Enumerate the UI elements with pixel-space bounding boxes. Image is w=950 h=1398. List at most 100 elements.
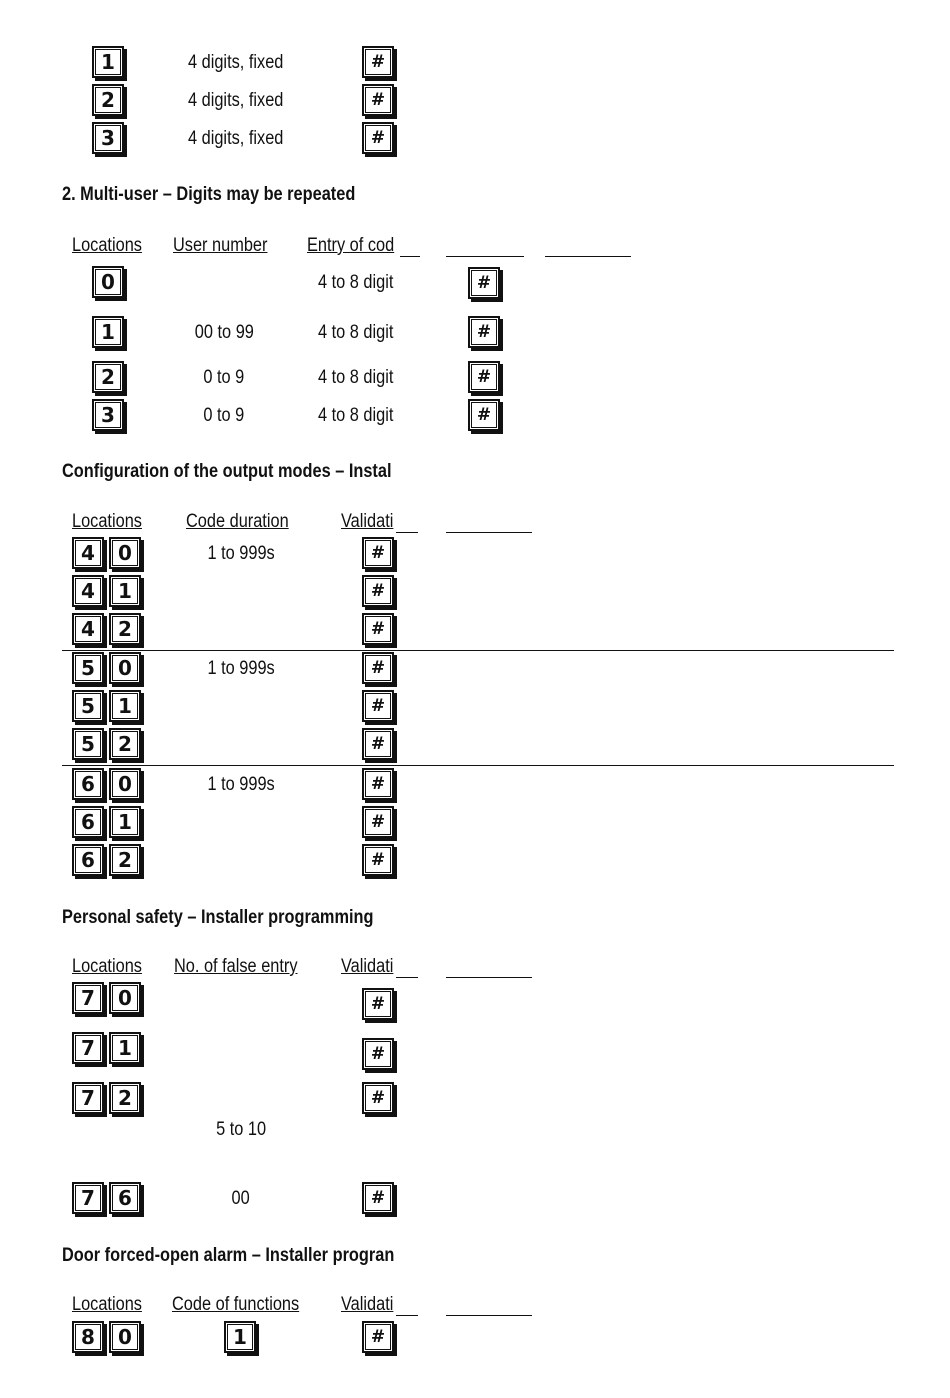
header-blank [446,256,524,257]
key-6[interactable]: 6 [72,768,104,800]
key-0[interactable]: 0 [109,982,141,1014]
header-validation: Validati [341,956,394,977]
key-1[interactable]: 1 [109,690,141,722]
key-7[interactable]: 7 [72,982,104,1014]
key-0[interactable]: 0 [109,1321,141,1353]
hash-key[interactable]: # [362,1038,394,1070]
key-4[interactable]: 4 [72,613,104,645]
hash-key[interactable]: # [362,537,394,569]
duration-text: 1 to 999s [207,658,275,679]
key-0[interactable]: 0 [109,652,141,684]
header-false-entry: No. of false entry [174,956,298,977]
hash-key[interactable]: # [362,613,394,645]
hash-key[interactable]: # [362,844,394,876]
key-5[interactable]: 5 [72,652,104,684]
value-text: 00 [231,1188,251,1209]
header-locations: Locations [72,235,142,256]
key-1[interactable]: 1 [92,46,124,78]
user-number [168,272,280,294]
key-1[interactable]: 1 [109,575,141,607]
header-user-number: User number [173,235,268,256]
divider [62,765,894,766]
hash-key[interactable]: # [362,690,394,722]
key-7[interactable]: 7 [72,1032,104,1064]
hash-key[interactable]: # [362,768,394,800]
entry-text: 4 to 8 digit [318,405,394,426]
header-validation: Validati [341,1294,394,1315]
hash-key[interactable]: # [362,1082,394,1114]
key-4[interactable]: 4 [72,575,104,607]
key-3[interactable]: 3 [92,399,124,431]
key-2[interactable]: 2 [109,613,141,645]
hash-key[interactable]: # [468,399,500,431]
section-title: Configuration of the output modes – Inst… [62,461,392,482]
user-number: 0 to 9 [203,367,245,388]
section-title: Personal safety – Installer programming [62,907,374,928]
key-6[interactable]: 6 [72,806,104,838]
section-title: 2. Multi-user – Digits may be repeated [62,184,356,205]
hash-key[interactable]: # [362,988,394,1020]
row-text: 4 digits, fixed [188,128,284,149]
key-2[interactable]: 2 [109,728,141,760]
header-locations: Locations [72,956,142,977]
key-2[interactable]: 2 [92,84,124,116]
range-note: 5 to 10 [216,1119,266,1140]
row-text: 4 digits, fixed [188,52,284,73]
header-blank [446,532,532,533]
key-0[interactable]: 0 [109,537,141,569]
key-0[interactable]: 0 [109,768,141,800]
header-entry: Entry of cod [307,235,395,256]
user-number: 00 to 99 [194,322,254,343]
key-5[interactable]: 5 [72,728,104,760]
header-blank [396,532,418,533]
hash-key[interactable]: # [362,728,394,760]
key-1[interactable]: 1 [92,316,124,348]
header-blank [396,1315,418,1316]
key-7[interactable]: 7 [72,1182,104,1214]
key-1[interactable]: 1 [109,806,141,838]
divider [62,650,894,651]
user-number: 0 to 9 [203,405,245,426]
header-blank [446,977,532,978]
entry-text: 4 to 8 digit [318,322,394,343]
duration-text: 1 to 999s [207,543,275,564]
entry-text: 4 to 8 digit [318,367,394,388]
header-validation: Validati [341,511,394,532]
entry-text: 4 to 8 digit [318,272,394,293]
hash-key[interactable]: # [362,122,394,154]
hash-key[interactable]: # [362,1182,394,1214]
header-locations: Locations [72,1294,142,1315]
key-6[interactable]: 6 [109,1182,141,1214]
key-2[interactable]: 2 [92,361,124,393]
key-2[interactable]: 2 [109,1082,141,1114]
header-blank [446,1315,532,1316]
key-4[interactable]: 4 [72,537,104,569]
hash-key[interactable]: # [362,652,394,684]
header-code-of-functions: Code of functions [172,1294,300,1315]
header-blank [545,256,631,257]
hash-key[interactable]: # [362,1321,394,1353]
hash-key[interactable]: # [362,46,394,78]
hash-key[interactable]: # [362,806,394,838]
key-2[interactable]: 2 [109,844,141,876]
duration-text: 1 to 999s [207,774,275,795]
header-locations: Locations [72,511,142,532]
key-1[interactable]: 1 [224,1321,256,1353]
key-3[interactable]: 3 [92,122,124,154]
hash-key[interactable]: # [468,267,500,299]
key-1[interactable]: 1 [109,1032,141,1064]
row-text: 4 digits, fixed [188,90,284,111]
hash-key[interactable]: # [362,575,394,607]
key-5[interactable]: 5 [72,690,104,722]
hash-key[interactable]: # [362,84,394,116]
section-title: Door forced-open alarm – Installer progr… [62,1245,395,1266]
header-blank [400,256,420,257]
key-6[interactable]: 6 [72,844,104,876]
key-8[interactable]: 8 [72,1321,104,1353]
key-7[interactable]: 7 [72,1082,104,1114]
header-code-duration: Code duration [186,511,289,532]
key-0[interactable]: 0 [92,266,124,298]
header-blank [396,977,418,978]
hash-key[interactable]: # [468,361,500,393]
hash-key[interactable]: # [468,316,500,348]
